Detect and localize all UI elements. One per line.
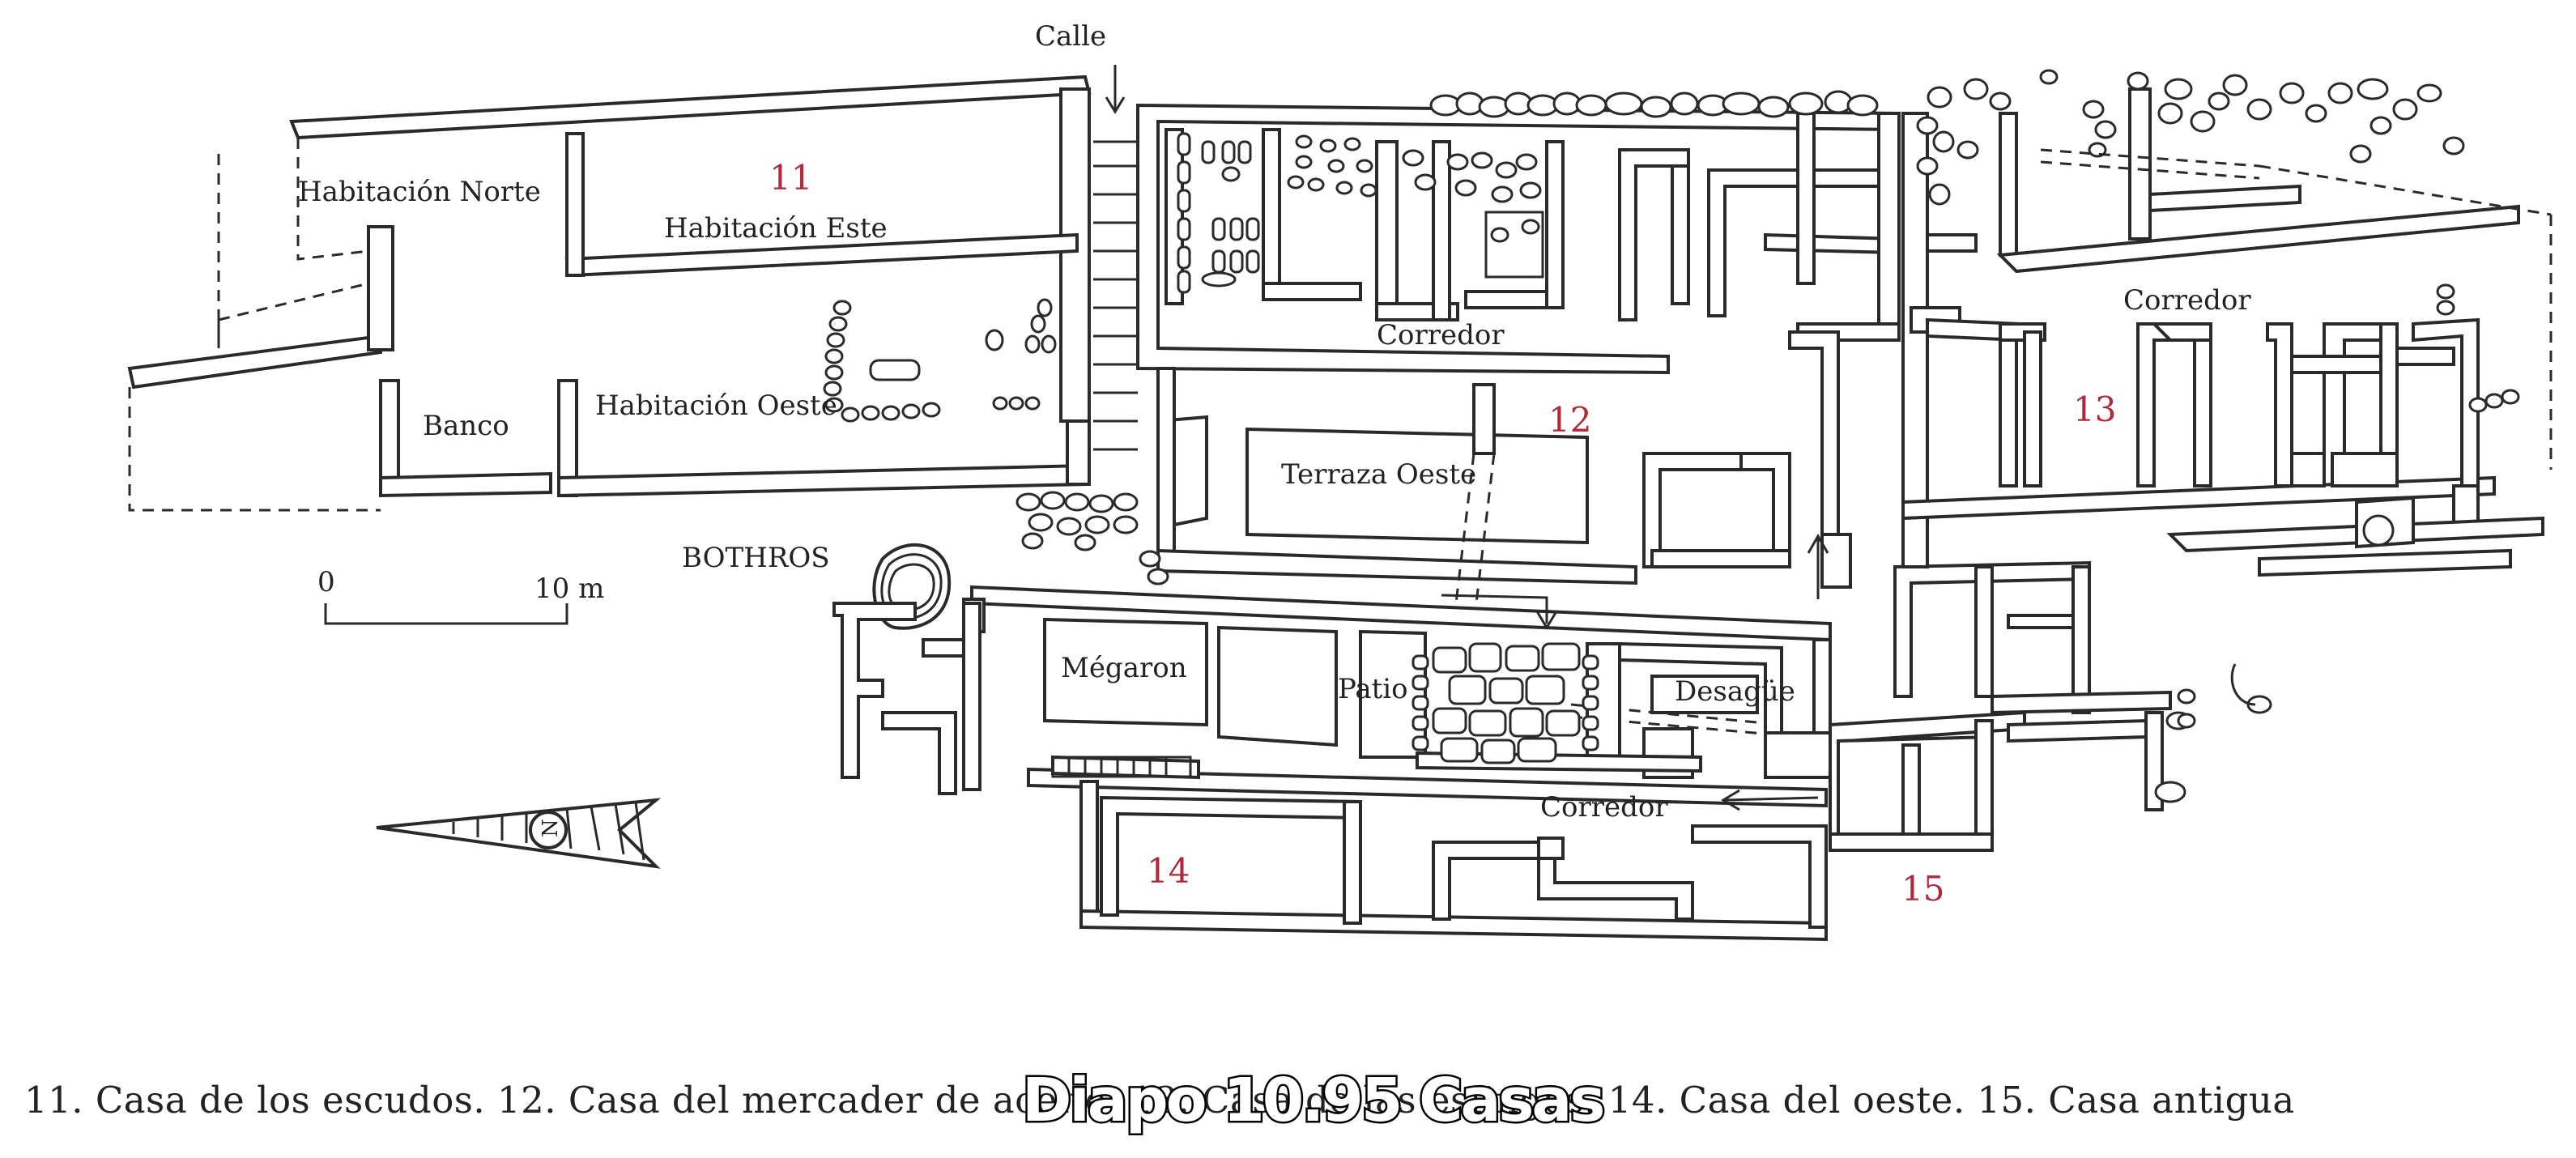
north-letter: N — [539, 819, 563, 837]
patio-paving-stones — [1411, 642, 1599, 764]
house-number-14: 14 — [1147, 851, 1190, 891]
scale-end-label: 10 m — [534, 573, 604, 605]
house-15-walls — [1829, 560, 2172, 852]
corredor-14-label: Corredor — [1540, 791, 1668, 824]
house-12-arrow — [1807, 533, 1829, 599]
corredor-13-label: Corredor — [2123, 284, 2251, 317]
bothros-pit — [832, 543, 965, 795]
habitacion-este-label: Habitación Este — [664, 212, 888, 245]
house-number-12: 12 — [1548, 400, 1591, 440]
house-13-stones — [1916, 69, 2520, 729]
house-number-labels: 11 12 13 14 15 — [769, 158, 2116, 909]
calle-steps — [1093, 65, 1138, 451]
house-13-dashed-lines — [2040, 148, 2553, 470]
house-number-15: 15 — [1901, 869, 1944, 909]
habitacion-oeste-label: Habitación Oeste — [595, 390, 837, 422]
scale-bar: 0 10 m — [317, 566, 604, 625]
house-15-stones — [2154, 663, 2272, 803]
house-number-11: 11 — [769, 158, 812, 198]
house-11-dashed-outline — [128, 138, 381, 512]
calle-label: Calle — [1035, 20, 1106, 53]
megaron-label: Mégaron — [1061, 652, 1187, 684]
house-11-walls — [127, 75, 1092, 498]
house-11-stones — [823, 298, 1057, 423]
terraza-oeste-label: Terraza Oeste — [1281, 458, 1476, 491]
patio-zone-walls — [962, 585, 1832, 808]
desague-label: Desagüe — [1675, 675, 1795, 708]
house-13-walls — [1901, 87, 2544, 577]
house-number-13: 13 — [2073, 390, 2116, 429]
banco-label: Banco — [423, 410, 509, 442]
corredor-12-label: Corredor — [1377, 319, 1505, 351]
house-12-stones — [1015, 90, 1879, 585]
north-compass-icon — [529, 811, 568, 849]
slide-title-overlay: Diapo 10.95 Casas — [1020, 1066, 1607, 1135]
room-labels: Calle Habitación Norte Habitación Este H… — [298, 20, 2251, 824]
bothros-label: BOTHROS — [682, 542, 830, 574]
corredor-14-arrow — [1721, 789, 1819, 811]
habitacion-norte-label: Habitación Norte — [298, 176, 541, 208]
figure-caption: 11. Casa de los escudos. 12. Casa del me… — [24, 1079, 2295, 1122]
house-12-walls — [1136, 103, 1901, 589]
north-arrow: N — [376, 798, 662, 869]
house-14-steps — [1051, 756, 1192, 778]
patio-flow-arrow — [1441, 594, 1558, 630]
scale-start-label: 0 — [317, 566, 335, 598]
patio-label: Patio — [1338, 673, 1408, 705]
